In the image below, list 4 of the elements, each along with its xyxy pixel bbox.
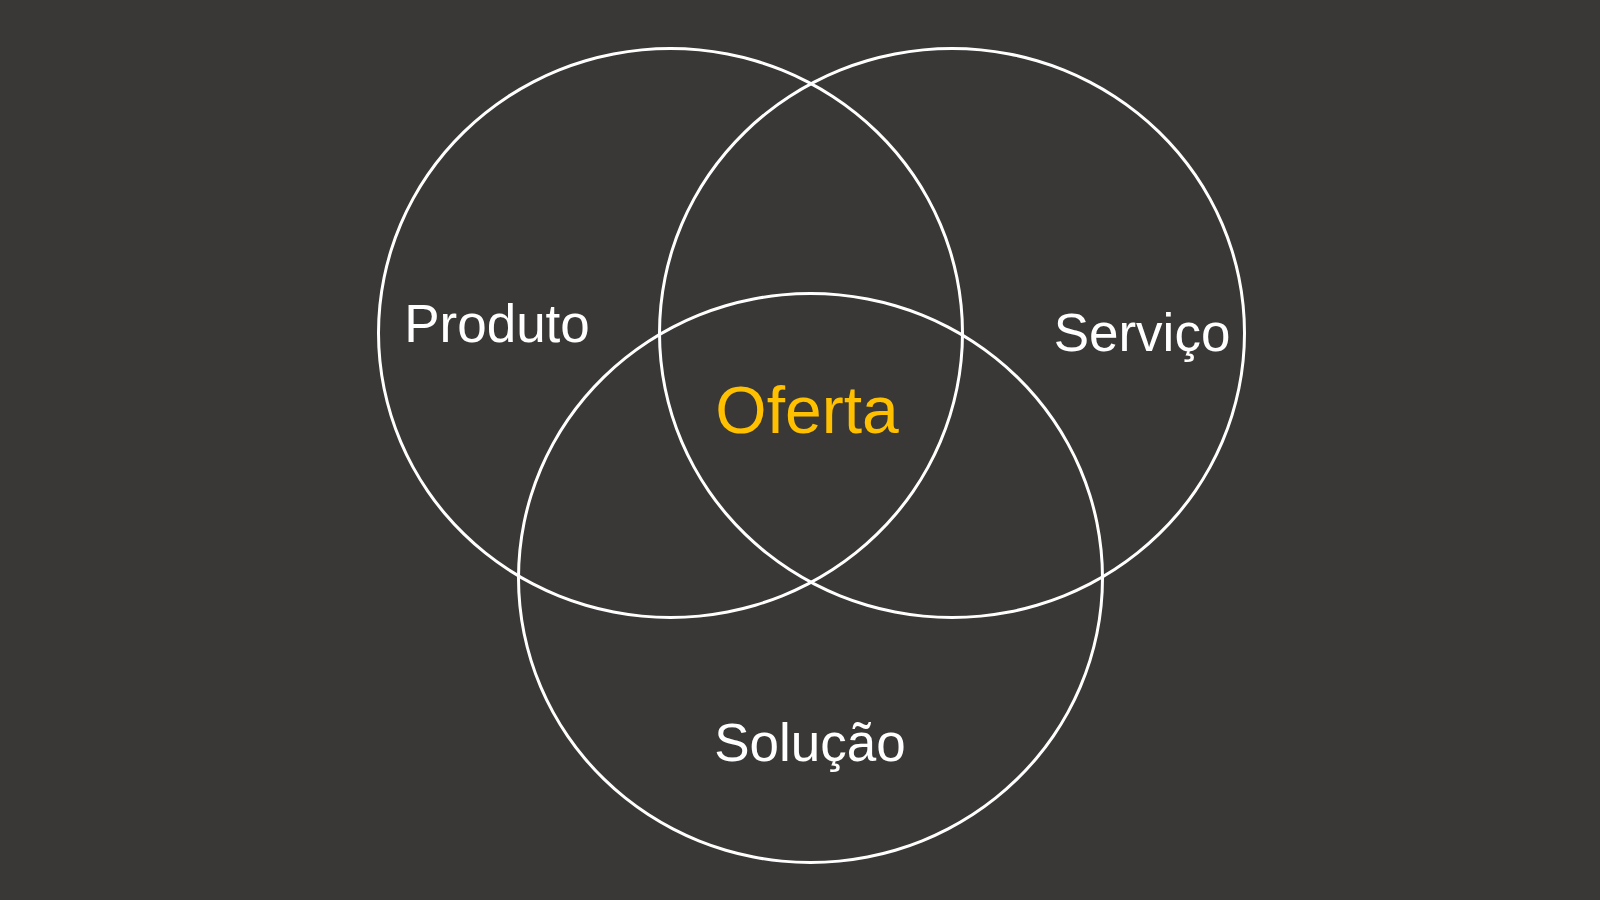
venn-circle [658, 47, 1246, 619]
center-label: Oferta [715, 377, 899, 443]
venn-circle [377, 47, 964, 619]
set-label: Produto [404, 296, 590, 350]
